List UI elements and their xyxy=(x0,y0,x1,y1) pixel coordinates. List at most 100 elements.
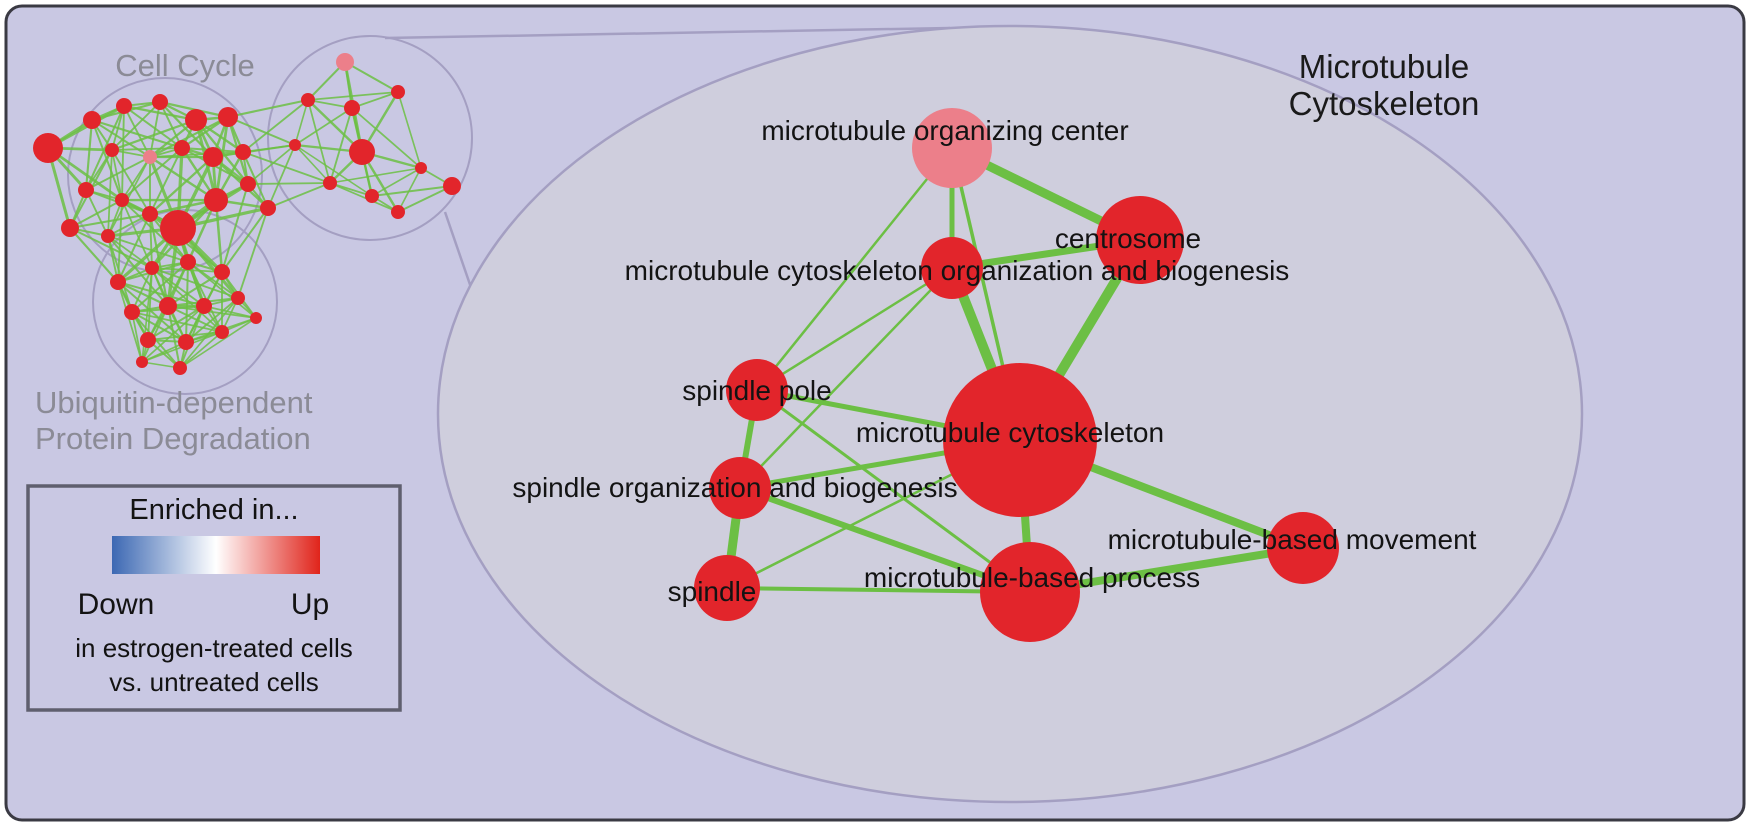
overview-edge xyxy=(221,183,249,273)
microtubule-cluster-title-line1: Microtubule xyxy=(1299,48,1470,85)
zoom-edge-spindle-mbp xyxy=(726,586,1031,594)
overview-edge xyxy=(227,116,296,146)
overview-node xyxy=(136,356,148,368)
overview-edge xyxy=(247,182,331,185)
zoom-node-label-spindle_pole: spindle pole xyxy=(682,375,831,406)
overview-node xyxy=(152,94,168,110)
zoom-node-mbm xyxy=(1267,512,1339,584)
overview-node xyxy=(110,274,126,290)
overview-edge xyxy=(84,119,94,191)
zoom-network-nodes xyxy=(694,108,1339,642)
overview-node xyxy=(349,139,375,165)
overview-edge xyxy=(167,305,257,319)
zoom-node-label-spindle: spindle xyxy=(668,576,757,607)
overview-node xyxy=(323,176,337,190)
overview-edge xyxy=(167,271,223,307)
overview-node xyxy=(115,193,129,207)
zoom-node-mc xyxy=(943,363,1097,517)
legend-up-label: Up xyxy=(291,588,329,621)
overview-edge xyxy=(107,156,151,237)
overview-node xyxy=(260,200,276,216)
overview-node xyxy=(33,133,63,163)
overview-edge xyxy=(294,144,331,184)
overview-edge xyxy=(151,267,205,307)
legend-title: Enriched in... xyxy=(129,494,298,526)
zoom-node-mcob xyxy=(921,237,983,299)
overview-edge xyxy=(351,107,422,169)
legend-caption-line2: vs. untreated cells xyxy=(109,667,319,697)
overview-edge xyxy=(147,305,205,341)
zoom-node-centrosome xyxy=(1096,196,1184,284)
overview-edge xyxy=(149,101,161,158)
zoom-edge-mcob-spindle_org xyxy=(739,267,953,489)
overview-node xyxy=(83,111,101,129)
overview-node xyxy=(178,334,194,350)
overview-node xyxy=(160,210,196,246)
overview-node xyxy=(159,297,177,315)
ubiquitin-cluster-label-line2: Protein Degradation xyxy=(35,421,311,456)
cell-cycle-cluster-label: Cell Cycle xyxy=(115,48,255,83)
legend-gradient-bar xyxy=(112,536,320,574)
overview-edge xyxy=(294,107,353,146)
legend-box xyxy=(26,484,402,712)
overview-edge xyxy=(247,144,296,185)
overview-edge xyxy=(111,147,183,151)
overview-edge xyxy=(117,213,151,283)
overview-edge xyxy=(69,227,119,283)
overview-edge xyxy=(91,119,151,158)
overview-node xyxy=(240,176,256,192)
overview-edge xyxy=(123,104,197,122)
overview-node xyxy=(185,109,207,131)
zoom-node-mbp xyxy=(980,542,1080,642)
overview-node xyxy=(142,206,158,222)
overview-edge xyxy=(371,167,422,197)
overview-node xyxy=(218,107,238,127)
overview-node xyxy=(204,188,228,212)
overview-edge xyxy=(242,144,296,153)
overview-edge xyxy=(242,151,269,209)
zoom-node-label-mbp: microtubule-based process xyxy=(864,562,1200,593)
zoom-node-label-mbm: microtubule-based movement xyxy=(1108,524,1477,555)
overview-edge xyxy=(221,207,269,273)
overview-edge xyxy=(123,105,183,149)
overview-edge xyxy=(111,101,161,151)
overview-edge xyxy=(329,167,422,184)
zoom-edge-mcob-spindle_pole xyxy=(756,266,953,392)
zoom-node-label-spindle_org: spindle organization and biogenesis xyxy=(512,472,957,503)
overview-edge xyxy=(149,213,153,269)
overview-node xyxy=(336,53,354,71)
overview-edge xyxy=(85,156,151,191)
overview-edge xyxy=(307,91,399,101)
overview-node xyxy=(231,291,245,305)
legend-down-label: Down xyxy=(78,588,155,621)
overview-node xyxy=(250,312,262,324)
overview-network-nodes xyxy=(33,53,461,375)
overview-edge xyxy=(111,149,151,215)
overview-edge xyxy=(397,167,422,213)
zoom-node-label-moc: microtubule organizing center xyxy=(761,115,1128,146)
overview-edge xyxy=(214,199,224,273)
overview-edge xyxy=(397,91,422,169)
overview-edge xyxy=(117,281,143,363)
overview-edge xyxy=(294,99,309,146)
overview-edge xyxy=(237,207,269,299)
zoom-node-label-centrosome: centrosome xyxy=(1055,223,1201,254)
overview-node xyxy=(124,304,140,320)
zoom-node-label-mcob: microtubule cytoskeleton organization an… xyxy=(625,255,1290,286)
zoom-edge-moc-spindle_pole xyxy=(756,147,953,391)
overview-edge xyxy=(267,144,296,209)
overview-edge xyxy=(149,156,217,201)
ubiquitin-cluster-label-line1: Ubiquitin-dependent xyxy=(35,385,313,420)
overview-edge xyxy=(107,235,153,269)
overview-edge xyxy=(149,156,214,215)
overview-edge xyxy=(131,311,143,363)
overview-node xyxy=(289,139,301,151)
overview-node xyxy=(391,85,405,99)
overview-node xyxy=(116,98,132,114)
overview-edge xyxy=(141,305,205,363)
zoom-node-spindle_pole xyxy=(726,359,788,421)
overview-node xyxy=(203,147,223,167)
legend: Enriched in... Down Up in estrogen-treat… xyxy=(26,484,402,712)
